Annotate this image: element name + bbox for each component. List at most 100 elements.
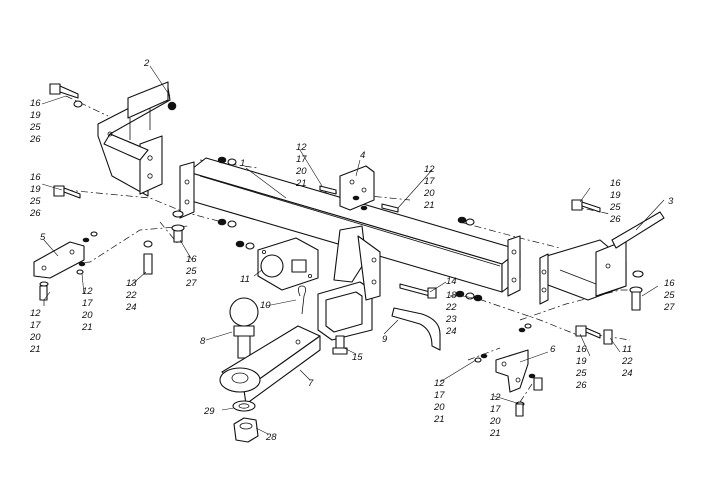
stack-left-nut: 12 17 20 21 — [81, 286, 93, 333]
callout-part-4: 4 — [360, 150, 365, 161]
callout-part-7: 7 — [308, 378, 314, 389]
stack-label: 20 — [295, 166, 307, 177]
stack-label: 17 — [296, 154, 307, 165]
stack-label: 22 — [125, 290, 137, 301]
stack-label: 21 — [423, 200, 435, 211]
stack-left-mid: 16 19 25 26 — [29, 172, 41, 219]
stack-label: 12 — [424, 164, 435, 175]
stack-label: 19 — [30, 110, 41, 121]
stack-label: 16 — [610, 178, 621, 189]
stack-label: 27 — [185, 278, 197, 289]
bent-tube — [391, 307, 441, 351]
stack-label: 12 — [434, 378, 445, 389]
stack-left-bolt: 13 22 24 — [125, 278, 137, 313]
stack-center-c: 18 22 23 24 — [445, 290, 457, 337]
ball-mount-bar — [219, 325, 321, 405]
stack-right-nut: 11 22 24 — [621, 344, 633, 379]
stack-label: 25 — [663, 290, 675, 301]
leader-lines — [41, 65, 665, 435]
stack-label: 19 — [576, 356, 587, 367]
callout-part-3: 3 — [668, 196, 674, 207]
stack-label: 12 — [296, 142, 307, 153]
stack-label: 26 — [29, 208, 41, 219]
stack-left-bottom: 12 17 20 21 — [29, 308, 41, 355]
stack-label: 22 — [621, 356, 633, 367]
stack-label: 24 — [621, 368, 633, 379]
stack-right-top: 16 19 25 26 — [609, 178, 621, 225]
callout-part-29: 29 — [203, 406, 215, 417]
stack-right-bottom-b: 12 17 20 21 — [489, 392, 501, 439]
callout-part-1: 1 — [240, 158, 245, 169]
stack-center-a: 12 17 20 21 — [295, 142, 307, 189]
stack-label: 12 — [82, 286, 93, 297]
small-bolt — [332, 335, 348, 355]
callout-part-15: 15 — [352, 352, 363, 363]
stack-label: 19 — [610, 190, 621, 201]
right-lower-bracket — [495, 349, 529, 393]
fasteners — [39, 83, 644, 417]
electric-socket-plate — [257, 237, 319, 291]
stack-right-bottom-a: 12 17 20 21 — [433, 378, 445, 425]
stack-label: 16 — [186, 254, 197, 265]
stack-label: 17 — [490, 404, 501, 415]
callout-part-10: 10 — [260, 300, 271, 311]
stack-label: 20 — [81, 310, 93, 321]
stack-label: 21 — [433, 414, 445, 425]
stack-label: 21 — [489, 428, 501, 439]
central-hitch-mount — [317, 225, 381, 341]
left-side-bracket — [97, 81, 177, 197]
top-mounting-plate — [339, 165, 375, 211]
stack-label: 24 — [445, 326, 457, 337]
callout-part-28: 28 — [265, 432, 277, 443]
stack-right-mid: 16 19 25 26 — [575, 344, 587, 391]
lock-washer — [232, 400, 256, 412]
stack-label: 26 — [609, 214, 621, 225]
stack-label: 20 — [423, 188, 435, 199]
stack-left-top: 16 19 25 26 — [29, 98, 41, 145]
callout-part-14: 14 — [446, 276, 457, 287]
stack-right-washer: 16 25 27 — [663, 278, 675, 313]
stack-label: 23 — [445, 314, 457, 325]
stack-label: 21 — [295, 178, 307, 189]
stack-label: 16 — [576, 344, 587, 355]
callout-part-11: 11 — [240, 274, 250, 285]
stack-label: 16 — [30, 98, 41, 109]
stack-label: 17 — [82, 298, 93, 309]
stack-label: 25 — [29, 196, 41, 207]
lock-pin — [298, 285, 306, 315]
stack-label: 26 — [575, 380, 587, 391]
stack-label: 21 — [29, 344, 41, 355]
right-side-bracket — [539, 211, 665, 305]
stack-left-washer: 16 25 27 — [185, 254, 197, 289]
stack-center-b: 12 17 20 21 — [423, 164, 435, 211]
stack-label: 20 — [29, 332, 41, 343]
callout-labels: 1 2 3 4 5 6 7 8 9 10 11 14 15 28 29 — [40, 58, 674, 443]
callout-part-5: 5 — [40, 232, 46, 243]
stack-label: 16 — [30, 172, 41, 183]
stack-label: 25 — [575, 368, 587, 379]
left-lower-bracket — [33, 241, 85, 279]
stack-label: 18 — [446, 290, 457, 301]
stack-label: 20 — [433, 402, 445, 413]
callout-part-6: 6 — [550, 344, 556, 355]
stack-label: 27 — [663, 302, 675, 313]
stack-label: 26 — [29, 134, 41, 145]
stack-label: 16 — [664, 278, 675, 289]
stack-label: 20 — [489, 416, 501, 427]
stack-label: 22 — [445, 302, 457, 313]
stack-label: 12 — [490, 392, 501, 403]
stack-label: 17 — [434, 390, 445, 401]
stack-label: 24 — [125, 302, 137, 313]
stack-label: 25 — [185, 266, 197, 277]
stacked-callouts: 16 19 25 26 16 19 25 26 12 17 20 21 12 1… — [29, 98, 675, 439]
tow-ball — [229, 297, 259, 359]
stack-label: 21 — [81, 322, 93, 333]
stack-label: 17 — [30, 320, 41, 331]
stack-label: 13 — [126, 278, 137, 289]
callout-part-2: 2 — [143, 58, 150, 69]
stack-label: 19 — [30, 184, 41, 195]
stack-label: 25 — [609, 202, 621, 213]
stack-label: 25 — [29, 122, 41, 133]
stack-label: 11 — [622, 344, 632, 355]
